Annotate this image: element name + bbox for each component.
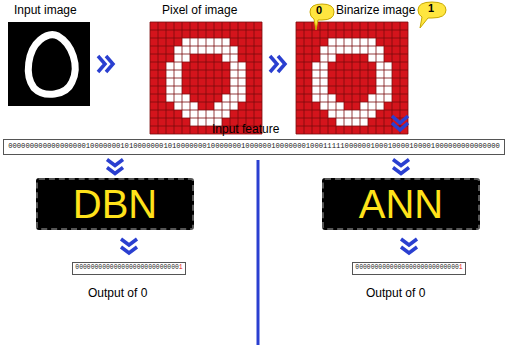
bubble-digit: 1 [428, 2, 434, 14]
flow-arrow [107, 160, 123, 174]
binary-grid [296, 22, 408, 134]
caption-label: Output of 0 [88, 286, 147, 300]
flow-chevrons [98, 56, 408, 130]
speech-bubble [418, 2, 446, 28]
network-box: ANN [322, 178, 480, 230]
node-text: 0000000000000000001000000010100000001010… [8, 142, 500, 150]
output-box: 0000000000000000000000000001 [72, 262, 186, 275]
flow-arrow [121, 239, 137, 253]
output-bit: 1 [459, 264, 463, 271]
digit-stroke [28, 35, 75, 95]
bubble-digit: 0 [316, 4, 322, 16]
divider-line [257, 160, 260, 345]
caption-label: Input feature [212, 122, 279, 136]
node-text: 000000000000000000000000000 [75, 264, 179, 271]
node-text: ANN [359, 182, 443, 226]
input-image [8, 22, 90, 106]
caption-label: Input image [14, 3, 77, 17]
output-bit: 1 [179, 264, 183, 271]
node-text: DBN [73, 182, 157, 226]
caption-label: Pixel of image [162, 3, 237, 17]
caption-label: Binarize image [336, 3, 415, 17]
output-box: 0000000000000000000000000001 [352, 262, 466, 275]
flow-arrow [401, 239, 417, 253]
node-text: 000000000000000000000000000 [355, 264, 459, 271]
speech-bubble [310, 4, 334, 30]
network-box: DBN [36, 178, 194, 230]
flow-arrow [393, 160, 409, 174]
feature-bar: 0000000000000000001000000010100000001010… [3, 139, 505, 155]
caption-label: Output of 0 [366, 286, 425, 300]
pixel-grid [150, 22, 262, 134]
